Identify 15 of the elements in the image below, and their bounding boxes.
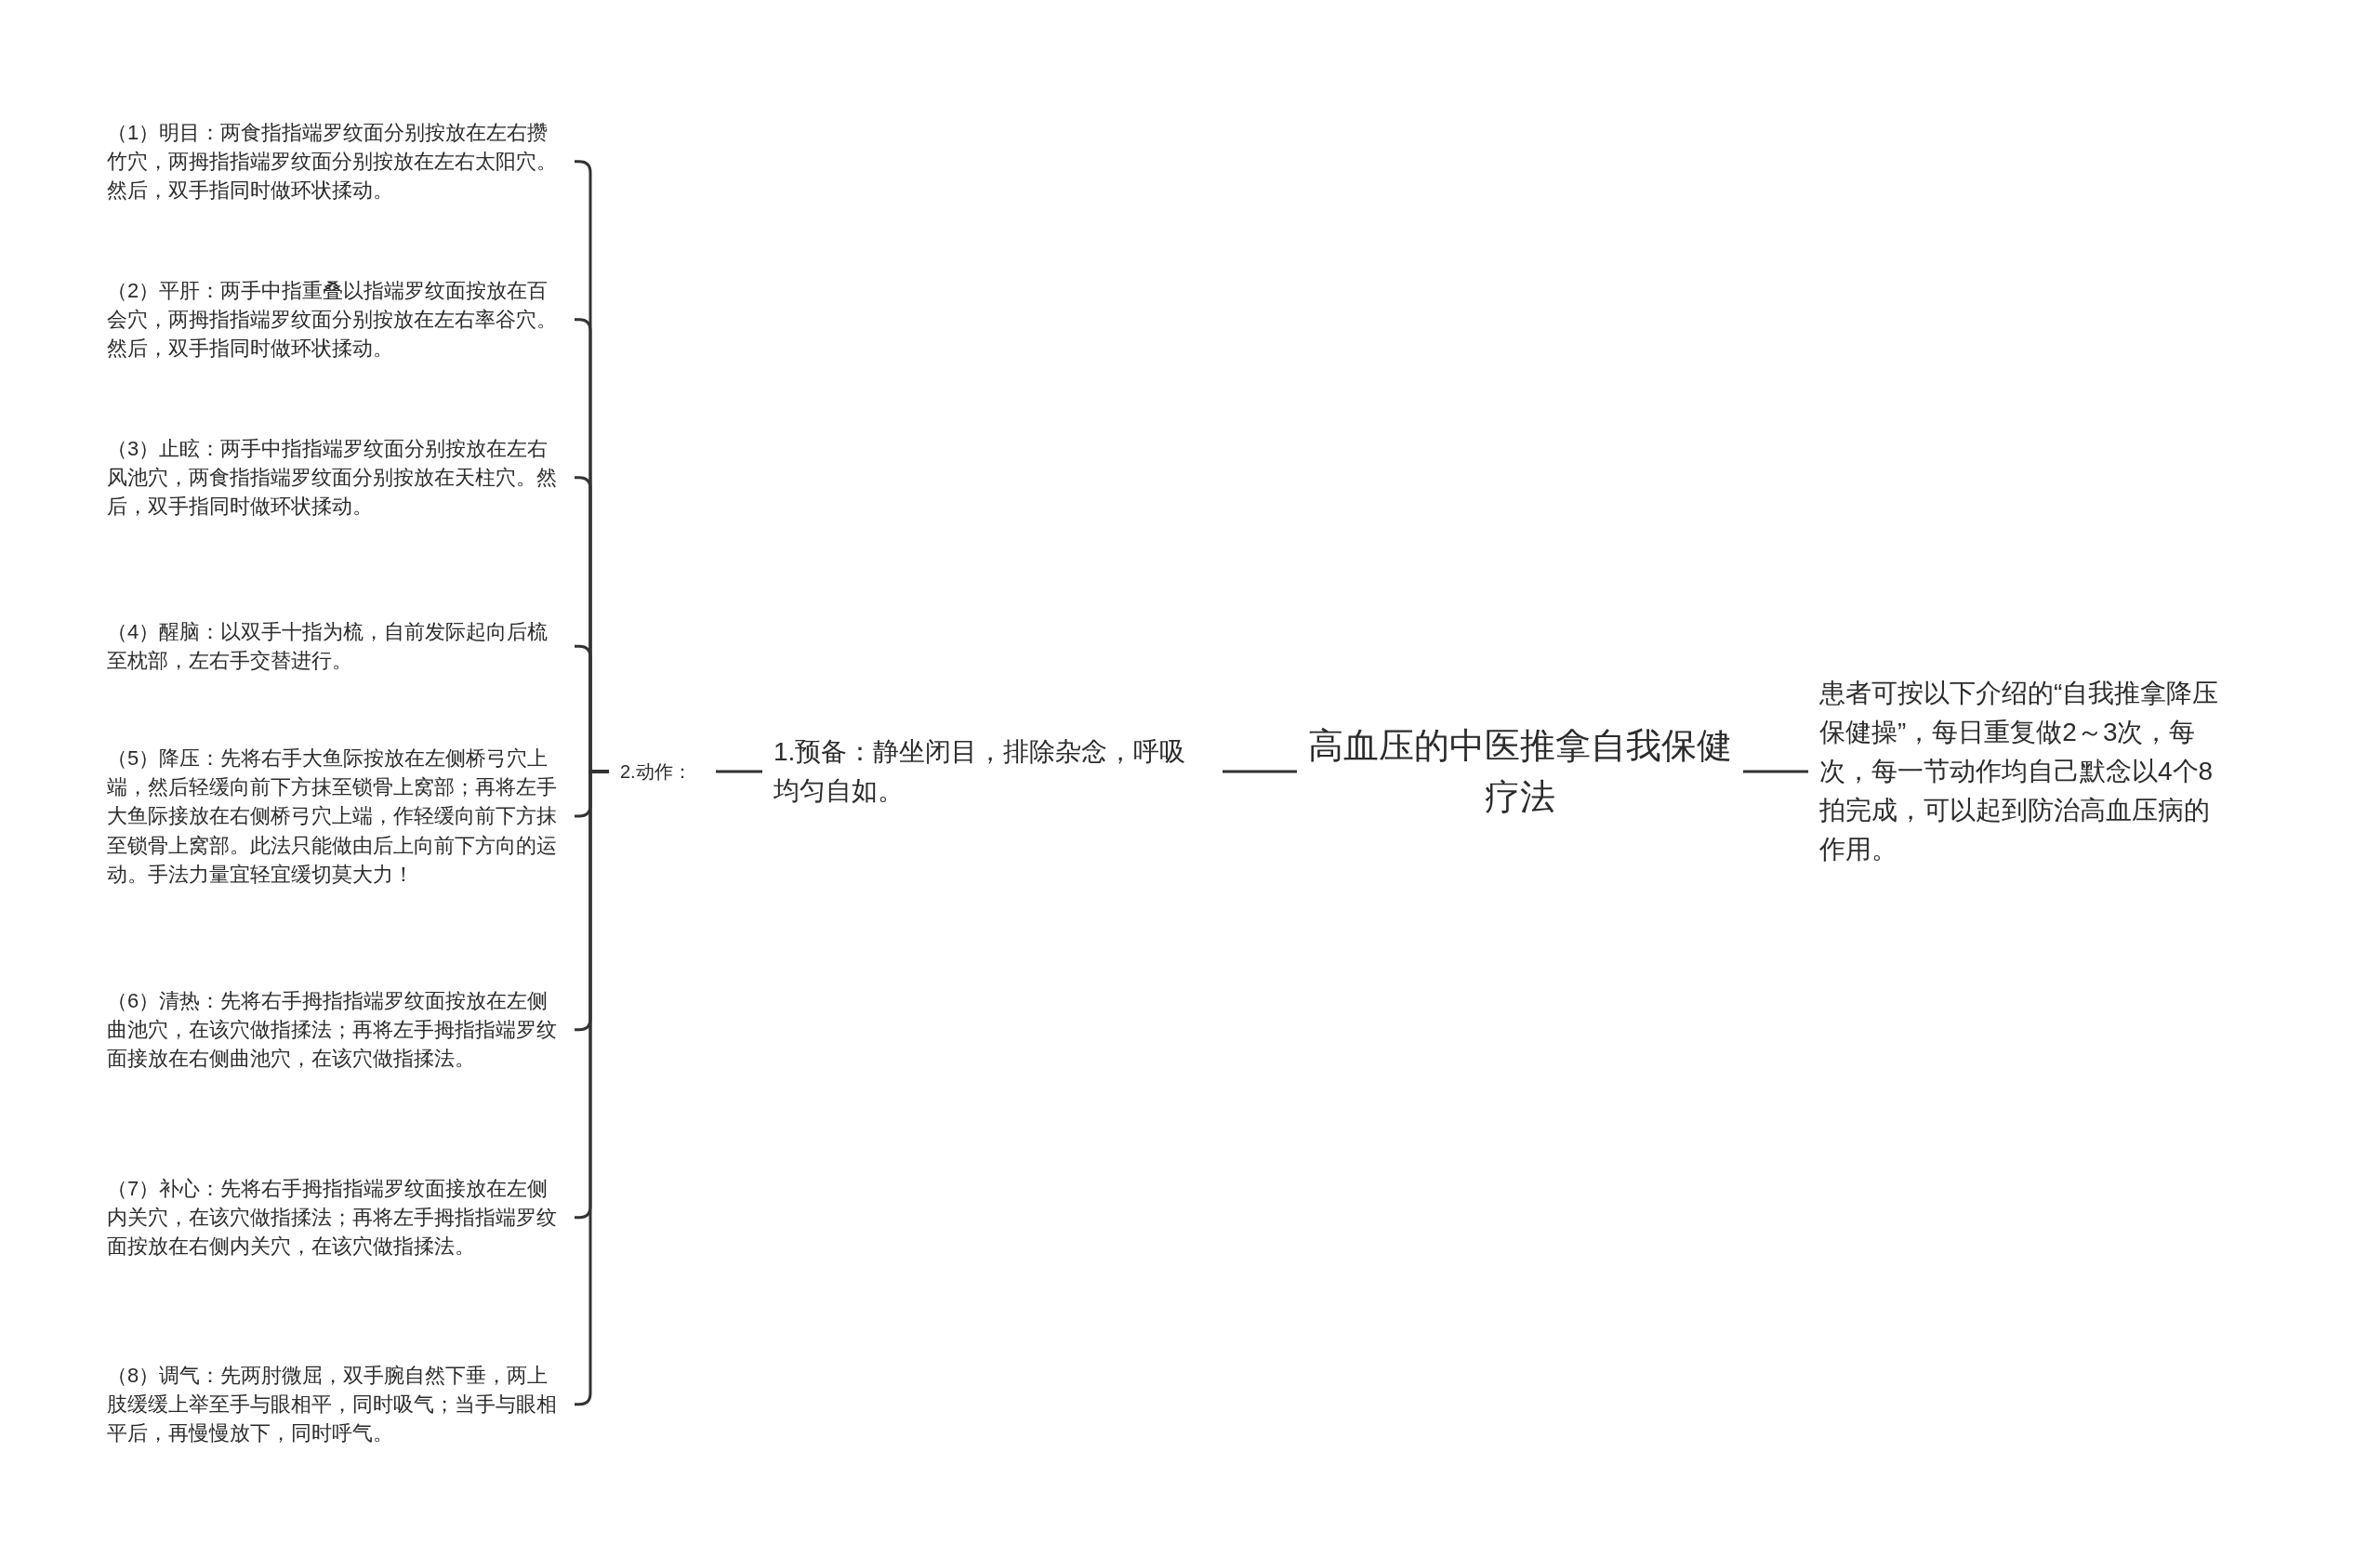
connector-line bbox=[1223, 770, 1297, 773]
subtopic-text: （8）调气：先两肘微屈，双手腕自然下垂，两上肢缓缓上举至手与眼相平，同时吸气；当手与眼相平后，再慢慢放下，同时呼气。 bbox=[96, 1361, 575, 1448]
subtopic-text: （1）明目：两食指指端罗纹面分别按放在左右攒竹穴，两拇指指端罗纹面分别按放在左右太阳穴。然后，双手指同时做环状揉动。 bbox=[96, 118, 575, 205]
subtopic-text: （4）醒脑：以双手十指为梳，自前发际起向后梳至枕部，左右手交替进行。 bbox=[96, 617, 575, 676]
topic-text: 2.动作： bbox=[609, 758, 716, 785]
subtopic-text: （6）清热：先将右手拇指指端罗纹面按放在左侧曲池穴，在该穴做指揉法；再将左手拇指指端罗纹面接放在右侧曲池穴，在该穴做指揉法。 bbox=[96, 986, 575, 1074]
subtopic-text: （5）降压：先将右手大鱼际按放在左侧桥弓穴上端，然后轻缓向前下方抹至锁骨上窝部；再将左手大鱼际接放在右侧桥弓穴上端，作轻缓向前下方抹至锁骨上窝部。此法只能做由后上向前下方向的运动。手法力量宜轻宜缓切莫大力！ bbox=[96, 744, 575, 890]
subtopic-text: （3）止眩：两手中指指端罗纹面分别按放在左右风池穴，两食指指端罗纹面分别按放在天柱穴。然后，双手指同时做环状揉动。 bbox=[96, 434, 575, 521]
topic-text: 患者可按以下介绍的“自我推拿降压保健操”，每日重复做2～3次，每次，每一节动作均自己默念以4个8拍完成，可以起到防治高血压病的作用。 bbox=[1808, 674, 2236, 869]
central-topic: 高血压的中医推拿自我保健疗法 bbox=[1297, 720, 1743, 824]
topic-text: 1.预备：静坐闭目，排除杂念，呼吸均匀自如。 bbox=[762, 732, 1223, 811]
connector-line bbox=[716, 770, 762, 773]
connector-line bbox=[1743, 770, 1808, 773]
subtopic-text: （7）补心：先将右手拇指指端罗纹面接放在左侧内关穴，在该穴做指揉法；再将左手拇指指端罗纹面按放在右侧内关穴，在该穴做指揉法。 bbox=[96, 1174, 575, 1261]
subtopic-text: （2）平肝：两手中指重叠以指端罗纹面按放在百会穴，两拇指指端罗纹面分别按放在左右率谷穴。然后，双手指同时做环状揉动。 bbox=[96, 276, 575, 363]
